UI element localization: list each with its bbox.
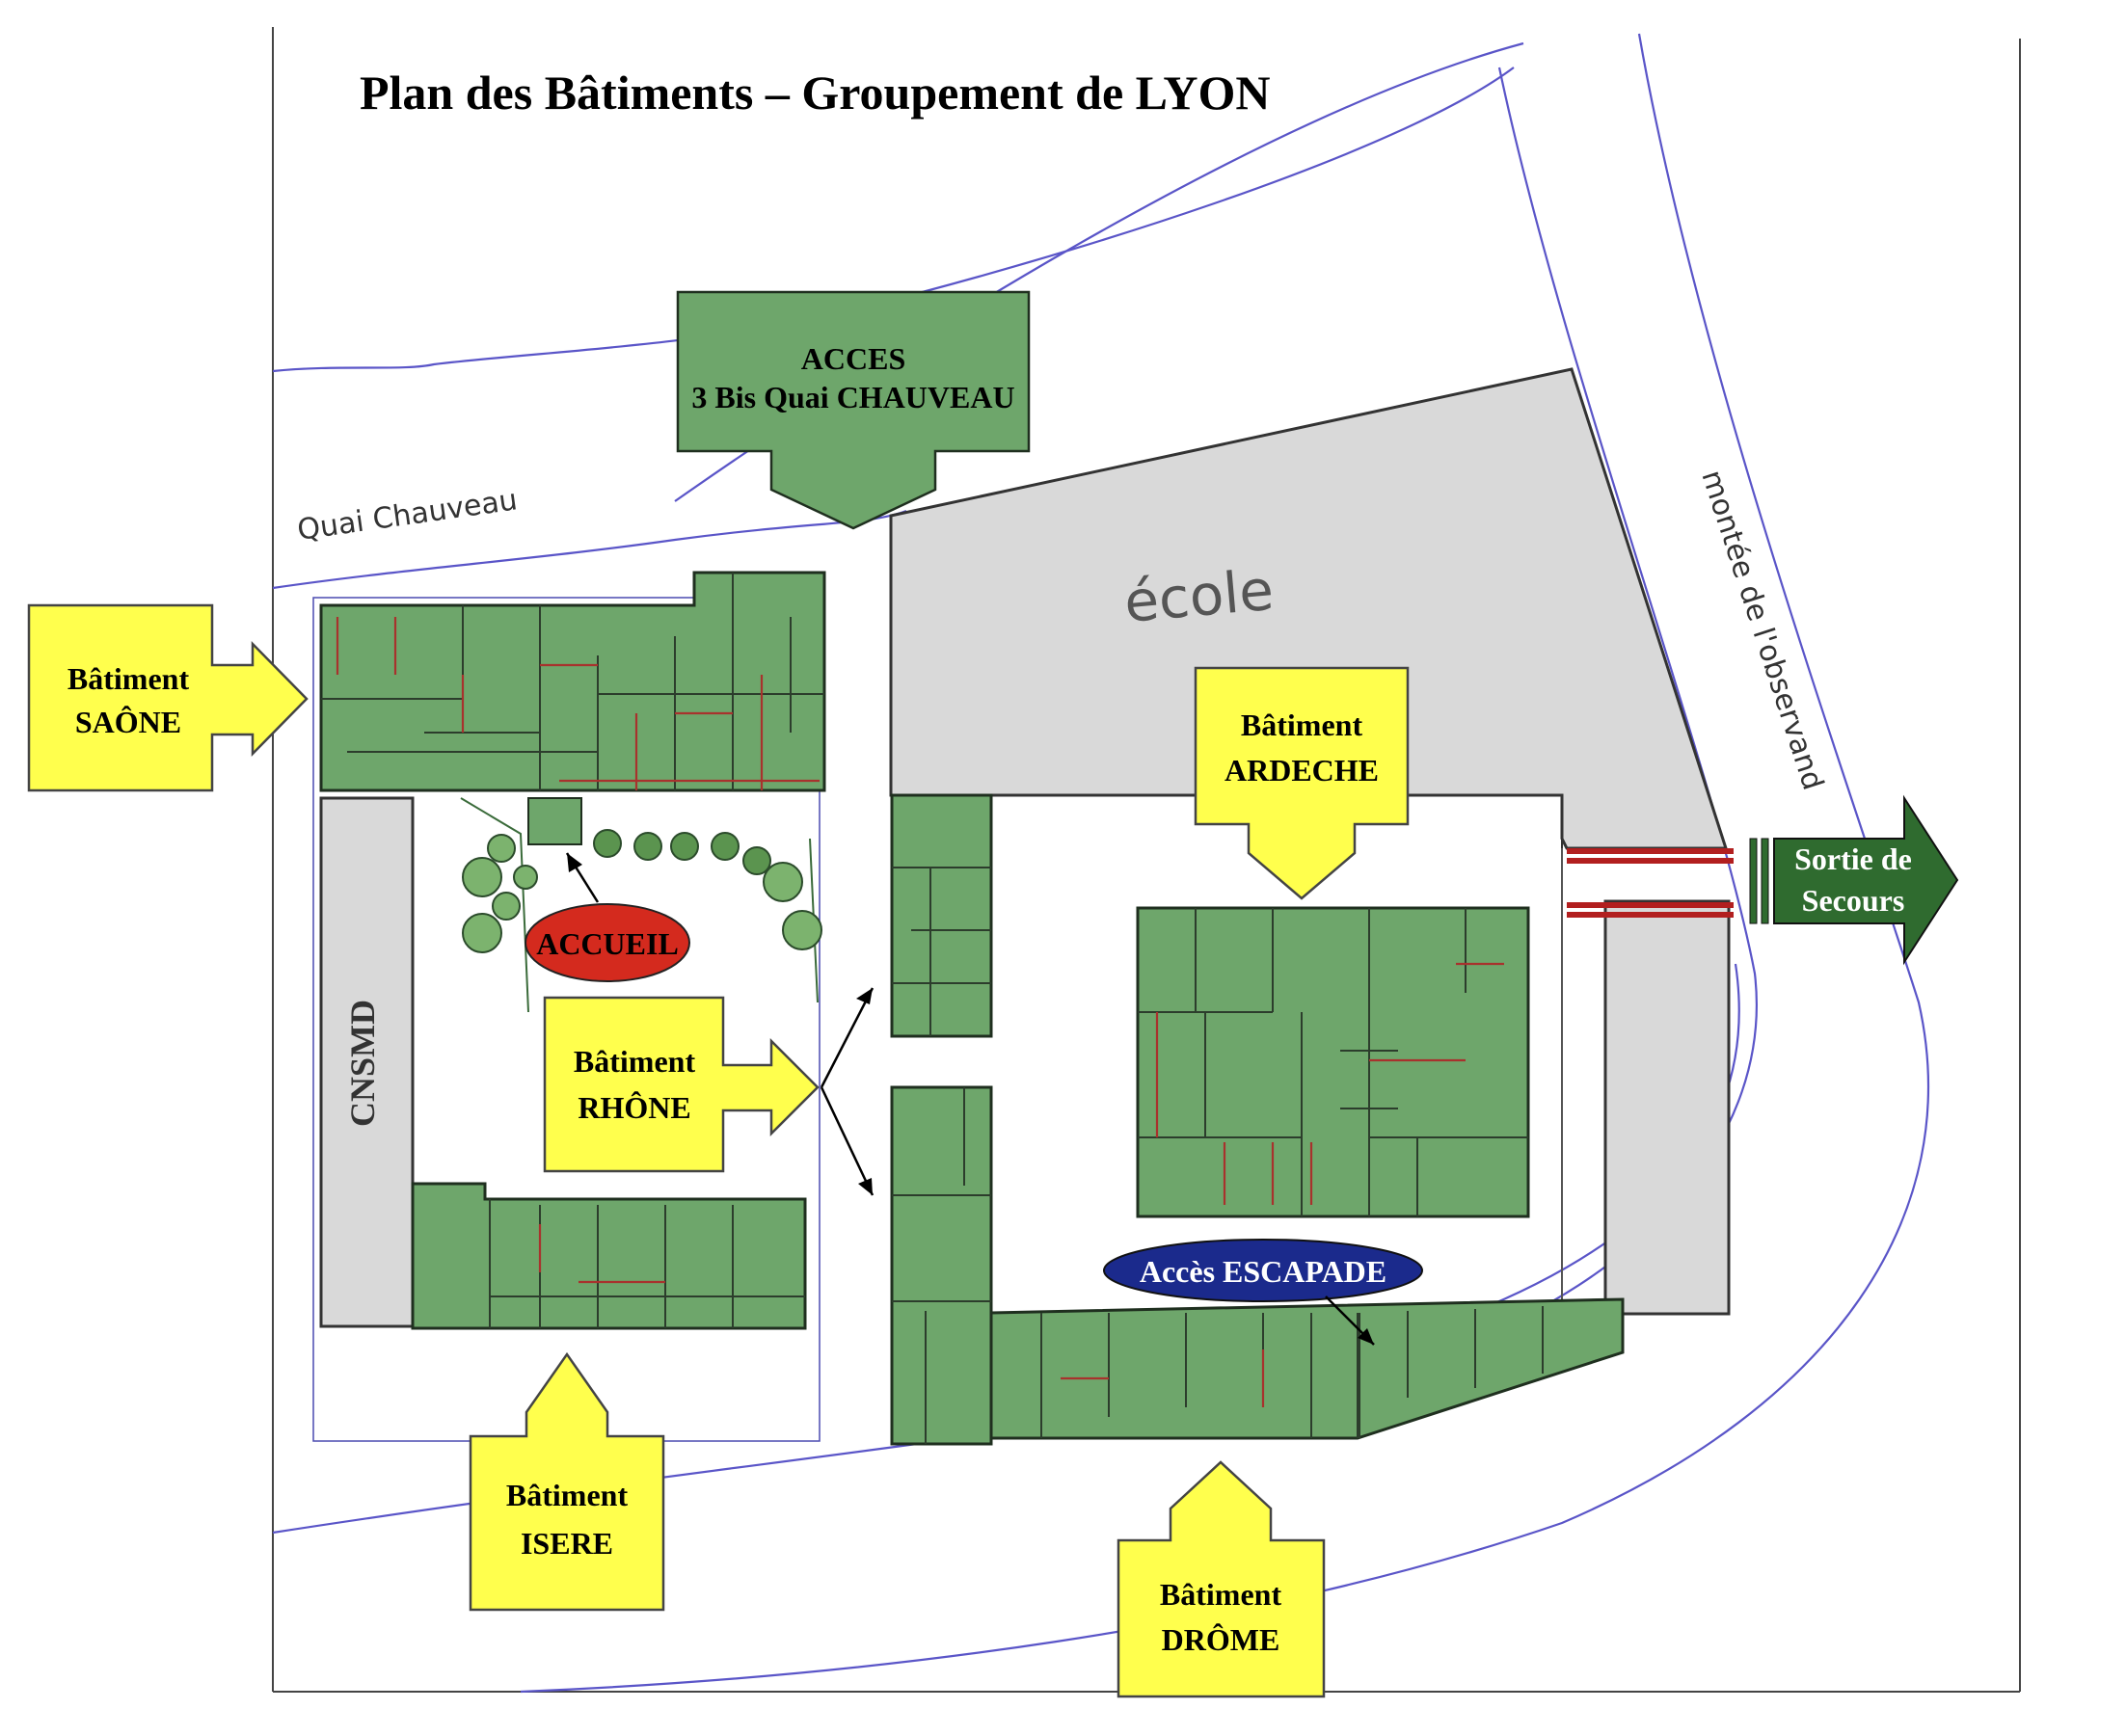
street-label-montee: montée de l'observand [1694,467,1829,794]
cnsmd-label: CNSMD [343,1000,382,1127]
saone-line2: SAÔNE [75,705,181,739]
building-rhone-lower [890,1085,993,1446]
arrow-isere: Bâtiment ISERE [469,1351,665,1612]
drome-line1: Bâtiment [1160,1577,1282,1612]
building-rhone-upper [890,793,993,1038]
sortie-line2: Secours [1802,883,1905,918]
building-saone [319,571,826,792]
garden [460,797,822,1013]
drome-line2: DRÔME [1162,1622,1280,1657]
exit-gate [1567,848,1734,918]
arrow-drome: Bâtiment DRÔME [1117,1460,1326,1698]
cnsmd-strip [319,796,415,1328]
page-title: Plan des Bâtiments – Groupement de LYON [360,66,1271,120]
isere-line1: Bâtiment [506,1478,629,1512]
arrow-sortie-secours: Sortie de Secours [1749,794,1959,966]
acces-quai-line2: 3 Bis Quai CHAUVEAU [691,380,1014,414]
accueil-label: ACCUEIL [536,926,679,961]
building-drome [989,1297,1625,1440]
isere-line2: ISERE [521,1526,613,1561]
acces-quai-line1: ACCES [801,341,905,376]
gray-strip-right [1603,899,1731,1316]
ecole-label: école [1121,557,1276,635]
ardeche-line2: ARDECHE [1224,753,1379,788]
ardeche-line1: Bâtiment [1241,708,1363,742]
arrow-saone: Bâtiment SAÔNE [27,603,309,792]
sortie-line1: Sortie de [1794,841,1912,876]
escapade-marker: Accès ESCAPADE [1103,1239,1423,1346]
rhone-line2: RHÔNE [578,1090,690,1125]
escapade-label: Accès ESCAPADE [1140,1254,1386,1289]
arrow-ardeche: Bâtiment ARDECHE [1194,666,1410,900]
arrow-acces-quai: ACCES 3 Bis Quai CHAUVEAU [676,290,1031,530]
building-ardeche [1136,906,1530,1218]
street-label-quai: Quai Chauveau [295,483,519,548]
saone-line1: Bâtiment [67,661,190,696]
accueil-marker: ACCUEIL [525,852,690,982]
rhone-line1: Bâtiment [574,1044,696,1079]
arrow-rhone: Bâtiment RHÔNE [543,987,875,1196]
building-isere [411,1182,807,1330]
